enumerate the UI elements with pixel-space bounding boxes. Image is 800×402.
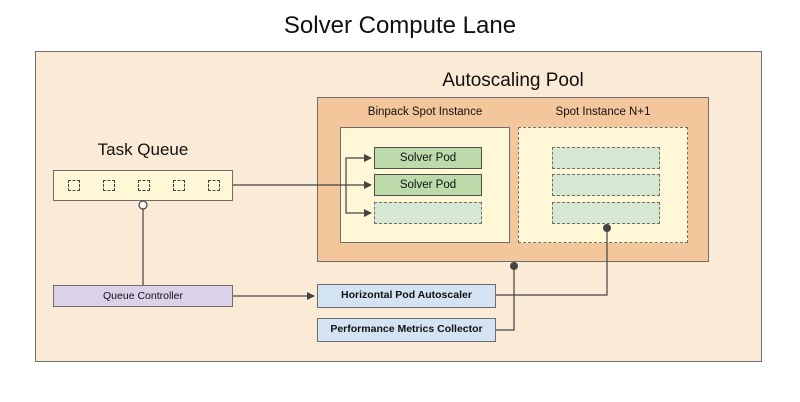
instance-to-hpa-link [496, 228, 608, 296]
empty-pod-slot [552, 147, 660, 169]
branch-to-pod-1-arrow [345, 154, 372, 185]
pool-port [510, 262, 518, 270]
diagram-title: Solver Compute Lane [283, 12, 517, 39]
performance-metrics-collector: Performance Metrics Collector [317, 318, 496, 342]
queue-slot [138, 180, 150, 191]
autoscaling-pool-title: Autoscaling Pool [442, 70, 584, 91]
horizontal-pod-autoscaler: Horizontal Pod Autoscaler [317, 284, 496, 308]
branch-to-empty-pod-arrow [345, 185, 372, 217]
empty-pod-slot [552, 202, 660, 224]
queue-controller: Queue Controller [53, 285, 233, 307]
binpack-instance-label: Binpack Spot Instance [367, 106, 483, 118]
empty-pod-slot [552, 174, 660, 196]
queue-slot [68, 180, 80, 191]
queue-port-open [138, 200, 148, 210]
queue-slot [103, 180, 115, 191]
pool-to-metrics-link [496, 266, 515, 331]
solver-pod-1: Solver Pod [374, 147, 482, 169]
spot-instance-n1-label: Spot Instance N+1 [555, 106, 651, 118]
empty-pod-slot [374, 202, 482, 224]
solver-pod-2: Solver Pod [374, 174, 482, 196]
instance-port [603, 224, 611, 232]
queue-slot [173, 180, 185, 191]
queue-slot [208, 180, 220, 191]
task-queue-title: Task Queue [97, 140, 189, 159]
